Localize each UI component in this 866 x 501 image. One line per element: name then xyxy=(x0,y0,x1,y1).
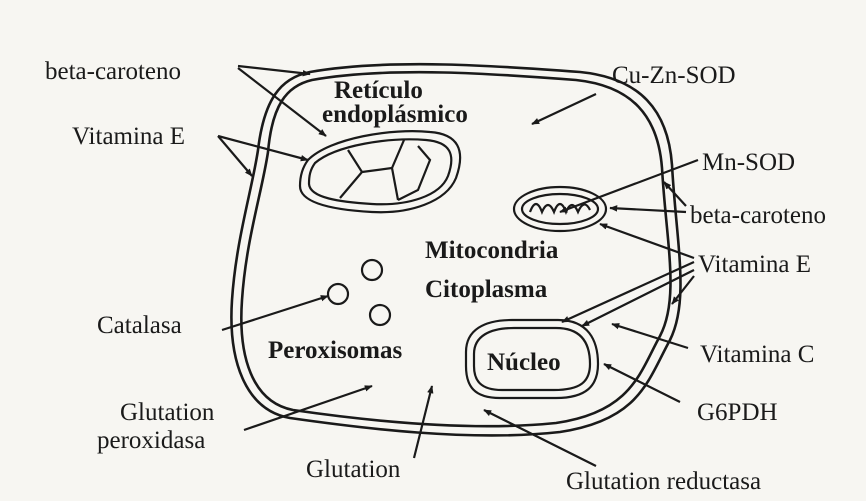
arrow-vitamin-e-to-mitochondrion xyxy=(600,224,694,258)
glutathione-peroxidase-label-line1: Glutation xyxy=(120,399,215,426)
peroxisomes xyxy=(328,260,390,325)
nucleus-label: Núcleo xyxy=(487,349,561,376)
arrow-catalase-to-peroxisome xyxy=(222,296,328,330)
catalase-label: Catalasa xyxy=(97,312,182,339)
arrow-vitamin-e-to-reticulum xyxy=(218,136,308,160)
arrow-glutathione xyxy=(414,386,432,458)
vitamin-e-left-label: Vitamina E xyxy=(72,123,185,150)
mn-sod-label: Mn-SOD xyxy=(702,149,795,176)
g6pdh-label: G6PDH xyxy=(697,399,778,426)
peroxisomes-label: Peroxisomas xyxy=(268,337,403,364)
arrow-cu-zn-sod xyxy=(532,94,596,124)
cu-zn-sod-label: Cu-Zn-SOD xyxy=(612,62,736,89)
arrow-beta-carotene-to-membrane xyxy=(238,66,310,74)
arrow-vitamin-e-to-membrane xyxy=(218,136,252,176)
arrow-vitamin-e-to-nucleus xyxy=(562,262,694,322)
glutathione-peroxidase-label-line2: peroxidasa xyxy=(97,427,205,454)
beta-carotene-left-label: beta-caroteno xyxy=(45,58,181,85)
vitamin-e-right-label: Vitamina E xyxy=(698,251,811,278)
mitochondria-label: Mitocondria xyxy=(425,237,559,264)
arrow-mn-sod xyxy=(560,160,698,212)
arrow-vitamin-c xyxy=(612,324,688,348)
reticulum-label-line2: endoplásmico xyxy=(322,101,468,128)
reticulum-label-line1: Retículo xyxy=(334,77,423,104)
cytoplasm-label: Citoplasma xyxy=(425,276,548,303)
endoplasmic-reticulum xyxy=(300,131,460,212)
beta-carotene-right-label: beta-caroteno xyxy=(690,202,826,229)
vitamin-c-label: Vitamina C xyxy=(700,341,814,368)
arrow-beta-carotene-to-reticulum xyxy=(238,68,326,136)
glutathione-label: Glutation xyxy=(306,456,401,483)
mitochondrion xyxy=(514,187,606,231)
glutathione-reductase-label: Glutation reductasa xyxy=(566,468,761,495)
